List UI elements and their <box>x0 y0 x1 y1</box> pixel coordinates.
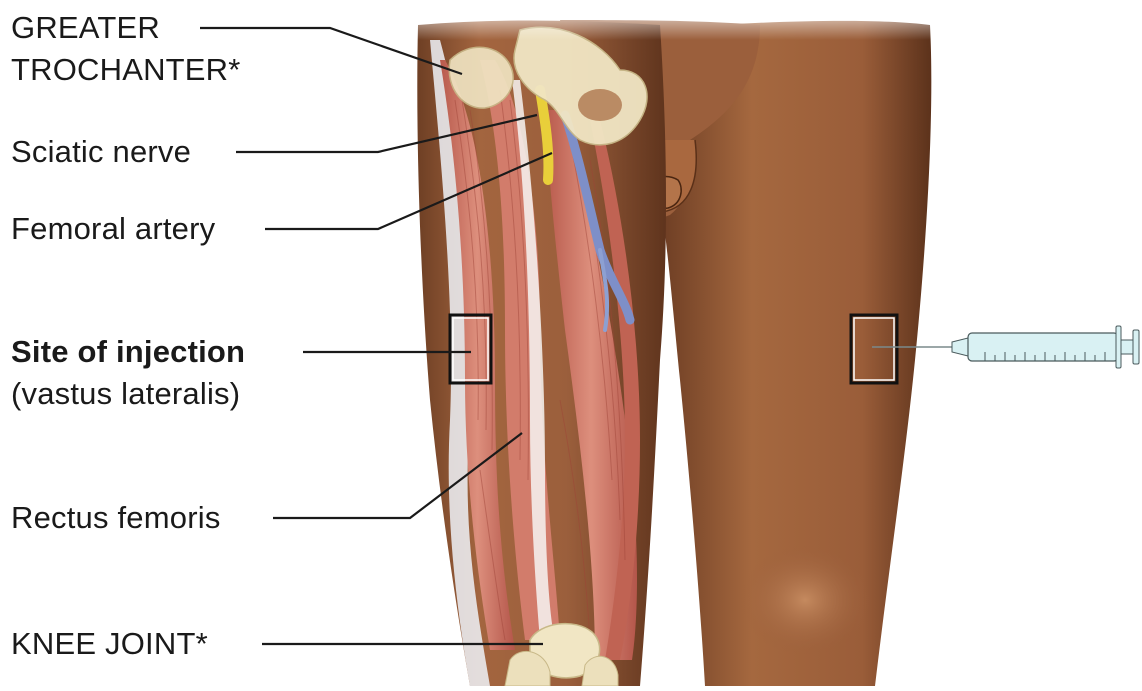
label-greater-trochanter-line1: GREATER <box>11 10 160 46</box>
label-vastus-lateralis: (vastus lateralis) <box>11 376 240 412</box>
right-knee-highlight <box>740 545 870 655</box>
syringe-flange <box>1116 326 1121 368</box>
top-fade <box>400 0 960 40</box>
syringe-plunger <box>1121 340 1133 354</box>
syringe-hub <box>952 338 968 356</box>
label-sciatic-nerve: Sciatic nerve <box>11 134 191 170</box>
label-femoral-artery: Femoral artery <box>11 211 215 247</box>
obturator-foramen <box>578 89 622 121</box>
label-greater-trochanter-line2: TROCHANTER* <box>11 52 241 88</box>
label-site-of-injection: Site of injection <box>11 334 245 370</box>
label-rectus-femoris: Rectus femoris <box>11 500 221 536</box>
label-knee-joint: KNEE JOINT* <box>11 626 208 662</box>
syringe-plunger-cap <box>1133 330 1139 364</box>
